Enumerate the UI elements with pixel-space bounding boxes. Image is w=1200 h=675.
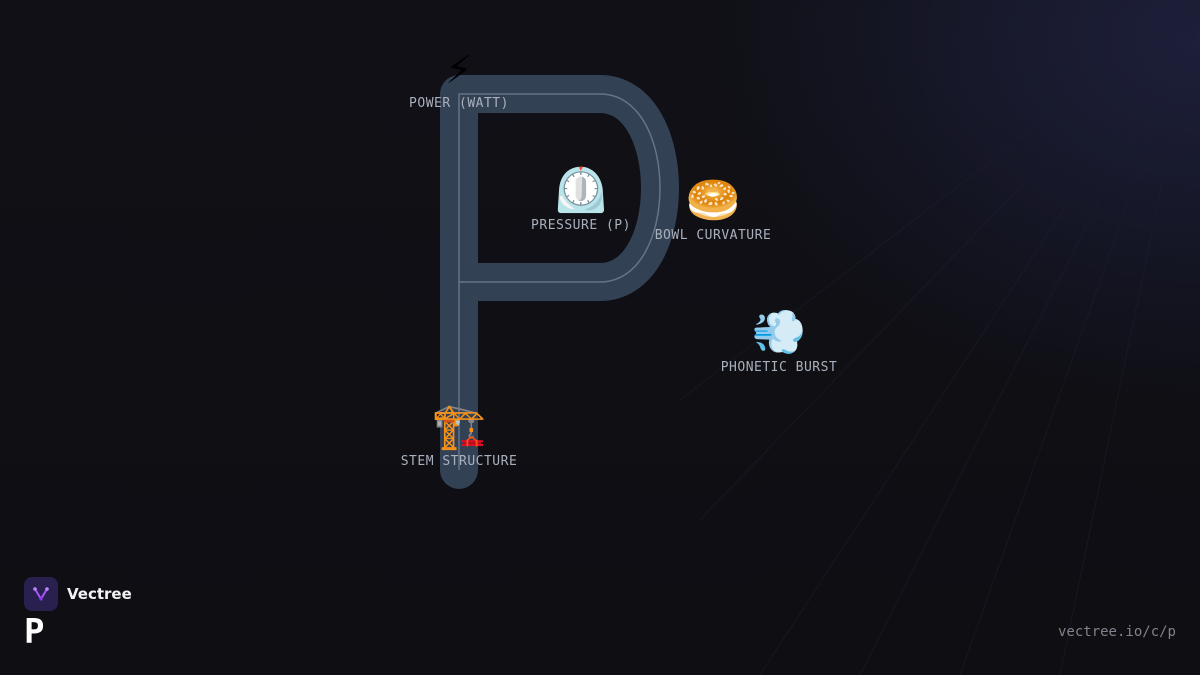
node-stem-label: STEM STRUCTURE	[400, 454, 518, 469]
brand[interactable]: Vectree	[24, 577, 132, 611]
node-burst[interactable]: 💨 PHONETIC BURST	[720, 307, 838, 376]
node-bowl-label: BOWL CURVATURE	[654, 228, 772, 243]
node-power-label: POWER (WATT)	[409, 96, 509, 111]
letter-p-centerline	[458, 93, 661, 470]
current-letter: P	[24, 612, 45, 652]
vectree-logo-icon	[24, 577, 58, 611]
node-pressure-label: PRESSURE (P)	[531, 218, 631, 233]
node-bowl[interactable]: 🥯 BOWL CURVATURE	[654, 175, 772, 244]
lightning-icon: ⚡	[445, 43, 473, 94]
brand-name: Vectree	[67, 585, 132, 603]
node-burst-label: PHONETIC BURST	[720, 360, 838, 375]
node-power[interactable]: ⚡ POWER (WATT)	[409, 43, 509, 112]
node-stem[interactable]: 🏗️ STEM STRUCTURE	[400, 401, 518, 470]
footer-url[interactable]: vectree.io/c/p	[1057, 624, 1176, 640]
timer-clock-icon: ⏲️	[553, 165, 609, 216]
bagel-icon: 🥯	[685, 175, 741, 226]
dashing-away-icon: 💨	[751, 307, 807, 358]
node-pressure[interactable]: ⏲️ PRESSURE (P)	[531, 165, 631, 234]
construction-crane-icon: 🏗️	[431, 401, 487, 452]
